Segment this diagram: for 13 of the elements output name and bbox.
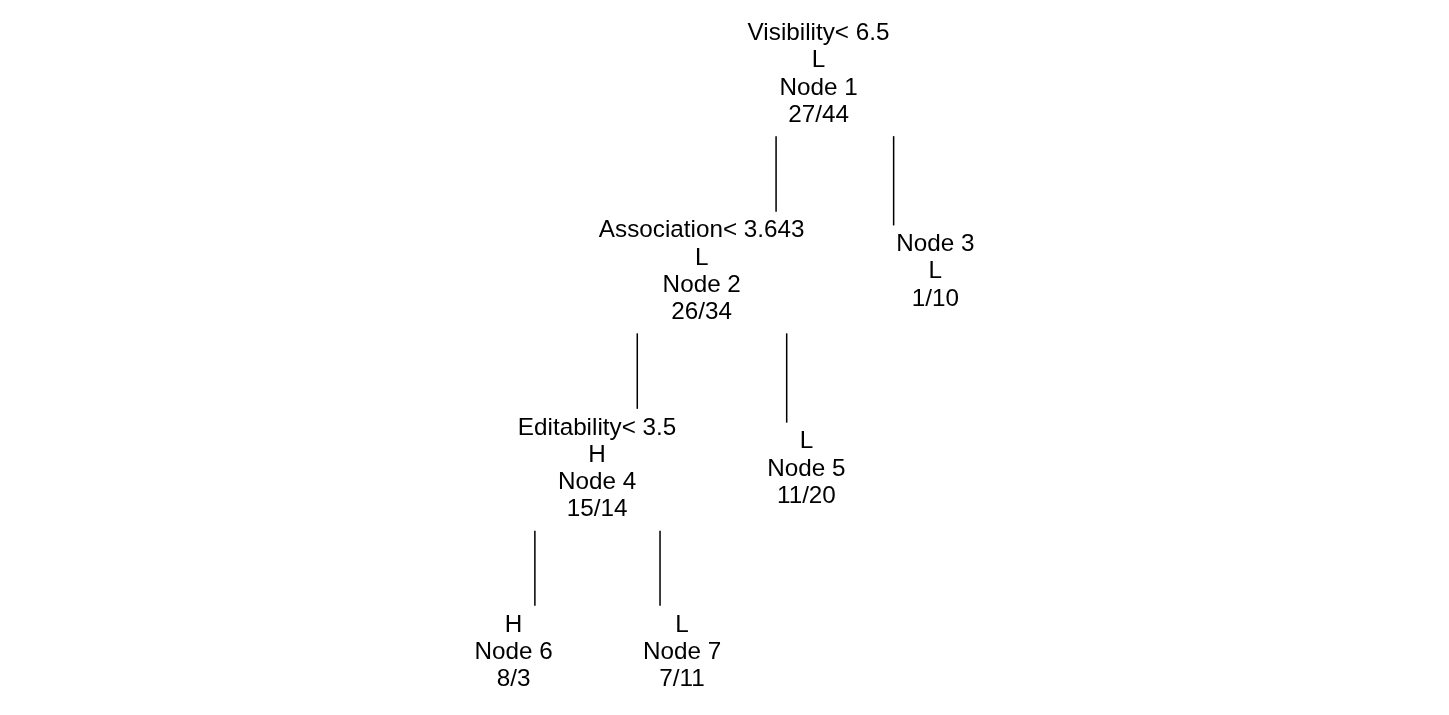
connector <box>534 530 536 607</box>
node-text: H Node 6 8/3 <box>474 609 553 692</box>
connector <box>636 332 639 410</box>
node-text: Association< 3.643 L Node 2 26/34 <box>598 215 805 325</box>
node-text: Node 3 L 1/10 <box>896 229 975 311</box>
node-text: Editability< 3.5 H Node 4 15/14 <box>517 412 677 522</box>
connector <box>785 332 788 424</box>
connector <box>659 530 661 607</box>
connector <box>775 135 777 213</box>
node-text: Visibility< 6.5 L Node 1 27/44 <box>747 18 890 128</box>
connector <box>892 135 895 227</box>
node-text: L Node 5 11/20 <box>767 426 846 508</box>
node-text: L Node 7 7/11 <box>642 609 722 692</box>
